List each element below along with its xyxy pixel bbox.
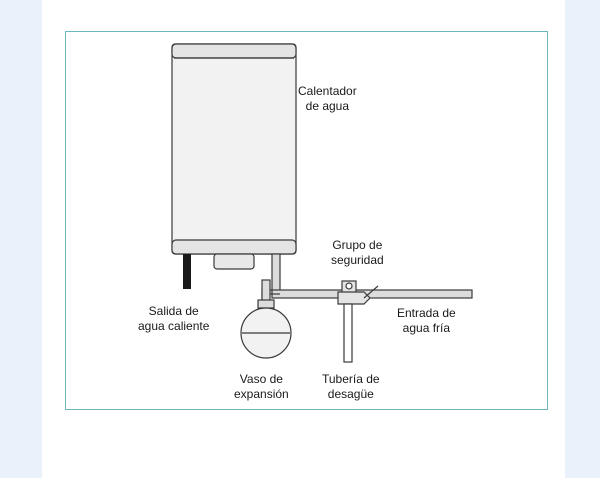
water-heater-tank xyxy=(171,43,297,270)
safety-group-label: Grupo de seguridad xyxy=(331,238,384,267)
cold-inlet-label: Entrada de agua fría xyxy=(397,306,456,335)
expansion-vessel xyxy=(240,279,292,359)
diagram-frame xyxy=(65,31,548,410)
safety-group xyxy=(337,280,379,305)
hot-water-outlet-pipe xyxy=(183,254,191,289)
heater-label: Calentador de agua xyxy=(298,84,357,113)
left-margin-panel xyxy=(0,0,42,478)
expansion-vessel-label: Vaso de expansión xyxy=(234,372,289,401)
drain-pipe-label: Tubería de desagüe xyxy=(322,372,380,401)
drain-pipe xyxy=(343,303,353,363)
hot-outlet-label: Salida de agua caliente xyxy=(138,304,210,333)
right-margin-panel xyxy=(565,0,600,478)
